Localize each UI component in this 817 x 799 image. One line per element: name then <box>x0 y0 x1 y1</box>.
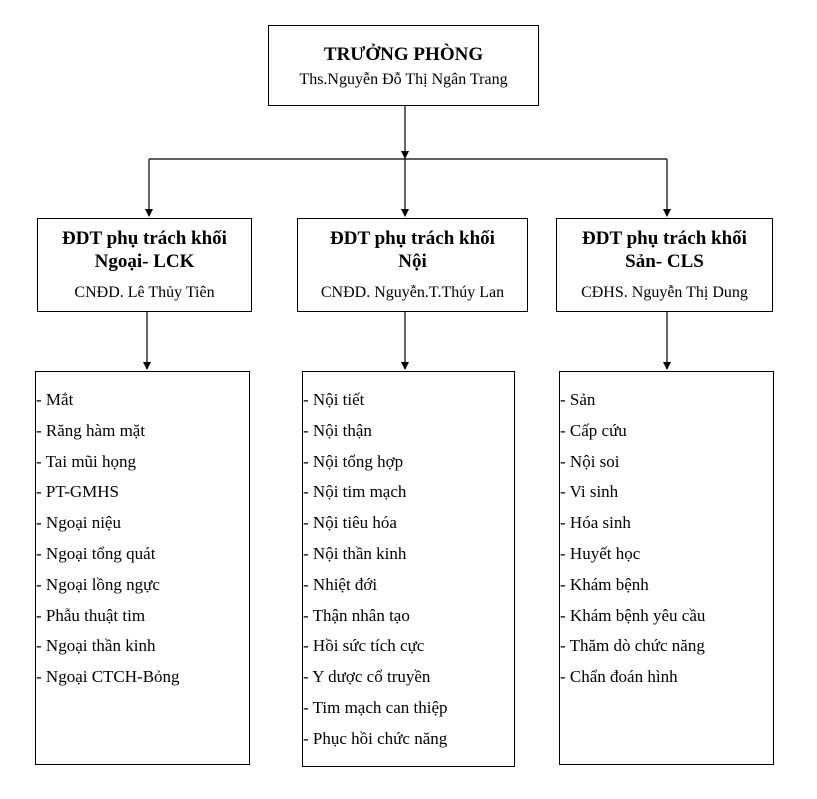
department-list: - Nội tiết - Nội thận - Nội tổng hợp - Nội … <box>303 390 514 760</box>
department-item: - Răng hàm mặt <box>36 420 146 440</box>
group-title-line1: ĐDT phụ trách khối <box>582 228 747 249</box>
group-box-internal: ĐDT phụ trách khối Nội CNĐD. Nguyễn.T.Th… <box>297 218 528 312</box>
group-lead-name: CĐHS. Nguyễn Thị Dung <box>581 284 748 301</box>
department-item: - Hóa sinh <box>560 513 631 533</box>
department-item: - Chẩn đoán hình <box>560 667 678 687</box>
department-item: - Mắt <box>36 390 74 409</box>
department-item: - Vi sinh <box>560 482 619 502</box>
department-item: - Ngoại CTCH-Bỏng <box>36 667 180 687</box>
department-item: - Khám bệnh yêu cầu <box>560 605 706 625</box>
department-list-obstetrics: - Sản - Cấp cứu - Nội soi - Vi sinh - Hóa si… <box>559 371 774 765</box>
department-item: - Tim mạch can thiệp <box>303 697 448 717</box>
group-lead-name: CNĐD. Nguyễn.T.Thúy Lan <box>320 284 505 301</box>
group-title-line1: ĐDT phụ trách khối <box>330 228 495 249</box>
head-title: TRƯỞNG PHÒNG <box>323 44 484 65</box>
group-box-surgery: ĐDT phụ trách khối Ngoại- LCK CNĐD. Lê T… <box>37 218 252 312</box>
department-item: - Cấp cứu <box>560 420 627 440</box>
group-title-line2: Ngoại- LCK <box>94 251 195 272</box>
department-item: - Nội tim mạch <box>303 482 407 502</box>
group-lead-name: CNĐD. Lê Thủy Tiên <box>74 284 215 301</box>
head-name: Ths.Nguyễn Đỗ Thị Ngân Trang <box>299 71 508 88</box>
head-box: TRƯỞNG PHÒNG Ths.Nguyễn Đỗ Thị Ngân Tran… <box>268 25 539 106</box>
department-item: - Nhiệt đới <box>303 574 378 594</box>
department-item: - Nội soi <box>560 451 620 471</box>
department-list-surgery: - Mắt - Răng hàm mặt - Tai mũi họng - PT-GM… <box>35 371 250 765</box>
department-item: - Phục hồi chức năng <box>303 728 448 748</box>
department-list-internal: - Nội tiết - Nội thận - Nội tổng hợp - Nội … <box>302 371 515 767</box>
department-item: - PT-GMHS <box>36 482 119 502</box>
department-item: - Ngoại niệu <box>36 513 121 533</box>
department-item: - Phẫu thuật tim <box>36 605 146 625</box>
department-item: - Sản <box>560 390 596 409</box>
department-item: - Nội thận <box>303 420 372 440</box>
department-item: - Khám bệnh <box>560 574 649 594</box>
department-item: - Nội thần kinh <box>303 543 407 563</box>
department-item: - Ngoại thần kinh <box>36 636 156 656</box>
group-title-line2: Nội <box>398 251 427 272</box>
department-item: - Ngoại tổng quát <box>36 543 156 563</box>
department-item: - Nội tiêu hóa <box>303 513 397 533</box>
department-item: - Tai mũi họng <box>36 451 137 471</box>
department-item: - Hồi sức tích cực <box>303 636 425 656</box>
department-item: - Nội tiết <box>303 390 365 409</box>
group-box-obstetrics: ĐDT phụ trách khối Sản- CLS CĐHS. Nguyễn… <box>556 218 773 312</box>
department-list: - Sản - Cấp cứu - Nội soi - Vi sinh - Hóa si… <box>560 390 773 698</box>
department-list: - Mắt - Răng hàm mặt - Tai mũi họng - PT-GM… <box>36 390 249 698</box>
department-item: - Ngoại lồng ngực <box>36 574 160 594</box>
department-item: - Y dược cổ truyền <box>303 667 431 687</box>
group-title-line1: ĐDT phụ trách khối <box>62 228 227 249</box>
department-item: - Thận nhân tạo <box>303 605 410 625</box>
department-item: - Thăm dò chức năng <box>560 636 705 656</box>
group-title-line2: Sản- CLS <box>625 251 704 272</box>
department-item: - Nội tổng hợp <box>303 451 404 471</box>
department-item: - Huyết học <box>560 543 641 563</box>
